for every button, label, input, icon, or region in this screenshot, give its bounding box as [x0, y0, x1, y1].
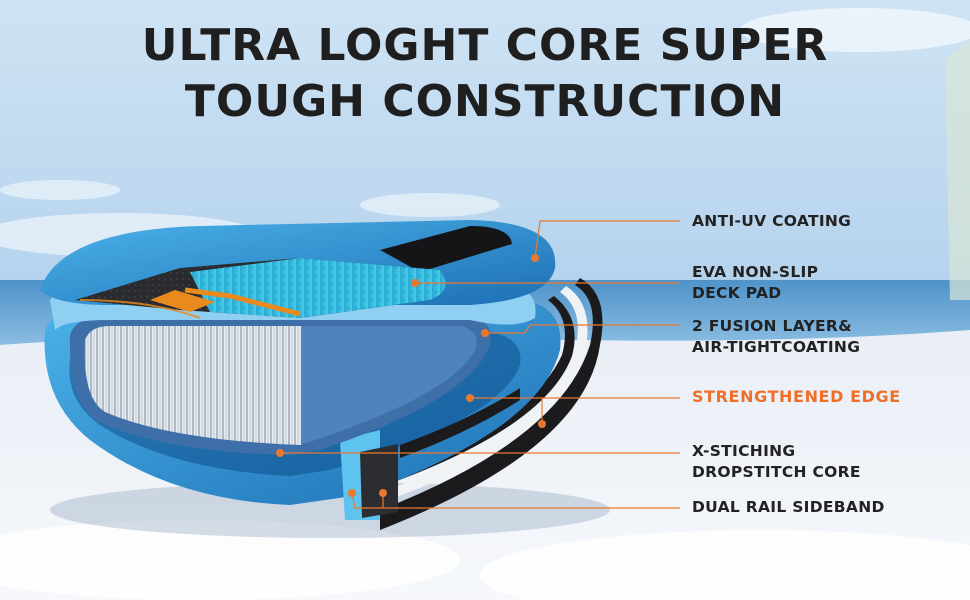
- callout-strengthened-edge: STRENGTHENED EDGE: [692, 386, 901, 407]
- callout-text: STRENGTHENED EDGE: [692, 387, 901, 406]
- page-title: ULTRA LOGHT CORE SUPER TOUGH CONSTRUCTIO…: [0, 18, 970, 130]
- cloud: [360, 193, 500, 217]
- rail-band-outer: [380, 278, 603, 530]
- callout-text: DUAL RAIL SIDEBAND: [692, 498, 885, 516]
- callout-text: AIR-TIGHTCOATING: [692, 338, 861, 356]
- title-line-1: ULTRA LOGHT CORE SUPER: [141, 20, 829, 71]
- cloud: [0, 180, 120, 200]
- callout-text: DROPSTITCH CORE: [692, 463, 861, 481]
- callout-dropstitch-core: X-STICHING DROPSTITCH CORE: [692, 441, 861, 483]
- callout-text: 2 FUSION LAYER&: [692, 317, 852, 335]
- callout-anti-uv-coating: ANTI-UV COATING: [692, 211, 851, 232]
- callout-leaders: [280, 220, 680, 509]
- callout-text: ANTI-UV COATING: [692, 212, 852, 230]
- cloud: [740, 8, 970, 52]
- callout-text: X-STICHING: [692, 442, 796, 460]
- callout-text: DECK PAD: [692, 284, 782, 302]
- deck-stripe: [380, 226, 512, 272]
- callout-text: EVA NON-SLIP: [692, 263, 819, 281]
- callout-dots: [276, 254, 546, 497]
- callout-eva-deck-pad: EVA NON-SLIP DECK PAD: [692, 262, 818, 304]
- title-line-2: TOUGH CONSTRUCTION: [184, 76, 786, 127]
- callout-fusion-layer: 2 FUSION LAYER& AIR-TIGHTCOATING: [692, 316, 860, 358]
- callout-dual-rail-sideband: DUAL RAIL SIDEBAND: [692, 497, 885, 518]
